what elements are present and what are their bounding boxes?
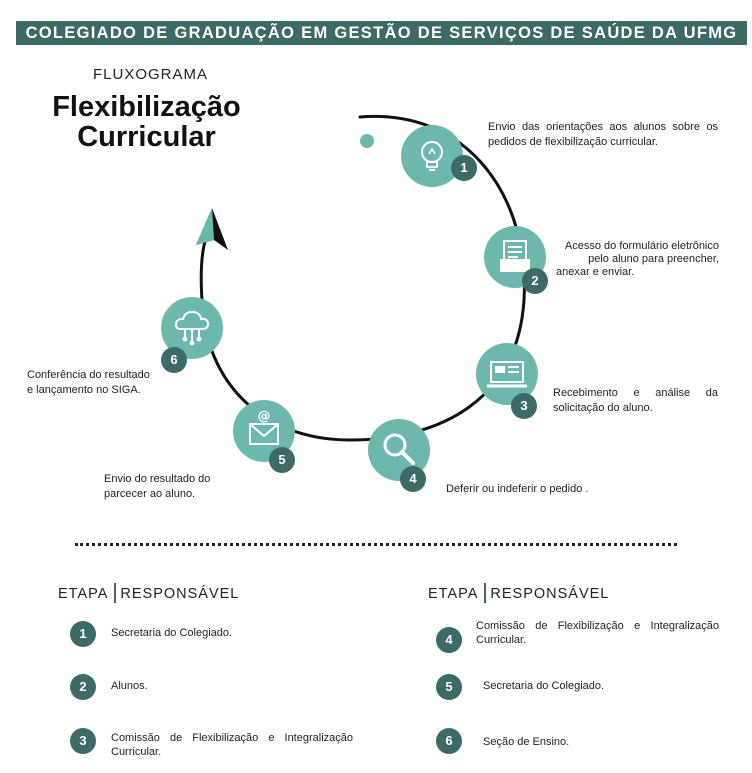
- svg-text:@: @: [258, 409, 271, 424]
- row-3-responsible-line-1: Comissão de Flexibilização e Integraliza…: [111, 732, 353, 744]
- step-2-description-line-3: anexar e enviar.: [556, 266, 635, 278]
- row-5-responsible: Secretaria do Colegiado.: [483, 680, 605, 692]
- step-5-description-line-2: parcecer ao aluno.: [104, 488, 196, 500]
- step-1-badge: 1: [451, 155, 477, 181]
- row-4-step-badge: 4: [436, 627, 462, 653]
- step-2-badge: 2: [522, 268, 548, 294]
- step-6-description-line-1: Conferência do resultado: [27, 369, 150, 381]
- page-title: Flexibilização Curricular: [48, 92, 245, 152]
- header-divider: [484, 583, 487, 603]
- etapa-responsavel-header-right: ETAPA RESPONSÁVEL: [428, 583, 609, 603]
- step-4-description: Deferir ou indeferir o pedido .: [446, 483, 589, 495]
- responsavel-header: RESPONSÁVEL: [490, 586, 610, 602]
- row-6-step-badge: 6: [436, 728, 462, 754]
- row-2-step-badge: 2: [70, 674, 96, 700]
- step-4-badge: 4: [400, 466, 426, 492]
- cloud-network-icon: [174, 310, 210, 346]
- page-banner: COLEGIADO DE GRADUAÇÃO EM GESTÃO DE SERV…: [16, 21, 747, 45]
- magnifier-icon: [383, 433, 415, 465]
- step-6-badge: 6: [161, 347, 187, 373]
- row-1-responsible: Secretaria do Colegiado.: [111, 627, 233, 639]
- email-icon: @: [249, 409, 279, 445]
- step-6-description-line-2: e lançamento no SIGA.: [27, 384, 141, 396]
- section-divider: [75, 543, 677, 546]
- row-2-responsible: Alunos.: [111, 680, 148, 692]
- document-folder-icon: [500, 240, 530, 272]
- header-divider: [114, 583, 117, 603]
- row-1-step-badge: 1: [70, 621, 96, 647]
- etapa-responsavel-header-left: ETAPA RESPONSÁVEL: [58, 583, 239, 603]
- row-3-step-badge: 3: [70, 728, 96, 754]
- row-3-responsible-line-2: Curricular.: [111, 746, 162, 758]
- step-5-description-line-1: Envio do resultado do: [104, 473, 211, 485]
- step-1-description: Envio das orientações aos alunos sobre o…: [488, 121, 718, 148]
- lightbulb-icon: [421, 141, 443, 171]
- etapa-header: ETAPA: [428, 586, 479, 602]
- step-5-badge: 5: [269, 447, 295, 473]
- row-5-step-badge: 5: [436, 674, 462, 700]
- etapa-header: ETAPA: [58, 586, 109, 602]
- start-dot: [360, 134, 374, 148]
- step-3-badge: 3: [511, 393, 537, 419]
- flowchart-kicker: FLUXOGRAMA: [93, 66, 209, 83]
- step-3-description-line-2: solicitação do aluno.: [553, 402, 653, 414]
- step-1-node: [401, 125, 463, 187]
- step-2-description-line-1: Acesso do formulário eletrônico: [564, 240, 719, 252]
- step-2-description-line-2: pelo aluno para preencher,: [588, 253, 719, 265]
- title-line-1: Flexibilização: [52, 91, 241, 123]
- row-4-responsible-line-1: Comissão de Flexibilização e Integraliza…: [476, 620, 719, 632]
- step-3-description-line-1: Recebimento e análise da: [553, 387, 718, 399]
- row-6-responsible: Seção de Ensino.: [483, 736, 570, 748]
- row-4-responsible-line-2: Curricular.: [476, 634, 527, 646]
- responsavel-header: RESPONSÁVEL: [120, 586, 240, 602]
- monitor-icon: [487, 361, 527, 388]
- arrow-head-icon: [196, 208, 228, 250]
- title-line-2: Curricular: [77, 121, 216, 153]
